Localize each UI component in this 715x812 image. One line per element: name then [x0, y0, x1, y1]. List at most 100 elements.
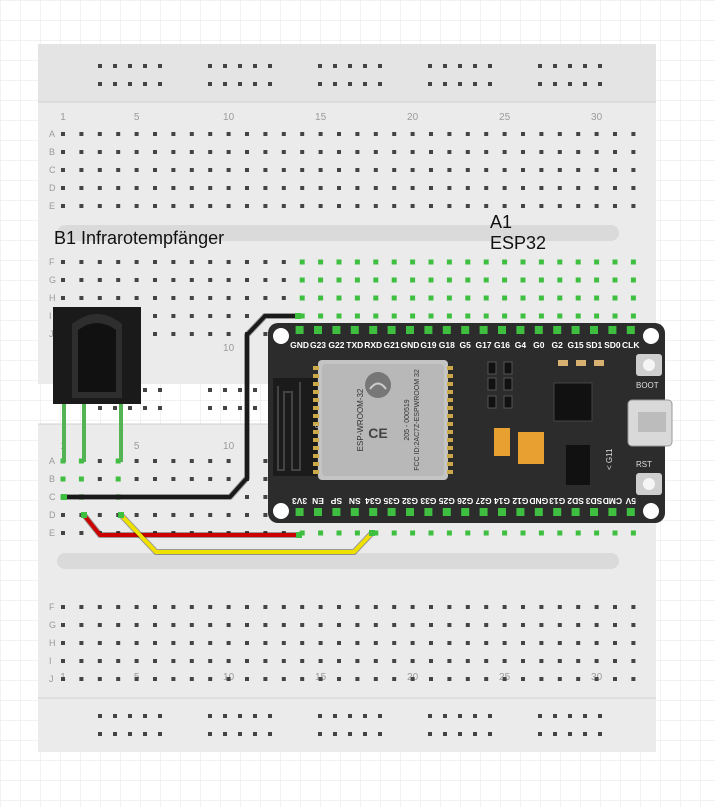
breadboard-hole	[631, 150, 636, 154]
breadboard-hole-active	[446, 530, 452, 536]
esp32-pin-label: G27	[475, 496, 491, 506]
breadboard-hole	[263, 204, 268, 208]
breadboard-hole	[263, 278, 268, 282]
rail-hole	[598, 714, 602, 718]
pad	[447, 374, 453, 378]
esp32-pin-top	[553, 326, 562, 334]
breadboard-hole	[171, 186, 176, 190]
column-number: 30	[591, 112, 603, 123]
breadboard-hole	[484, 186, 489, 190]
rail-hole	[223, 732, 227, 736]
esp32-pin-label: CMD	[603, 496, 622, 506]
breadboard-hole	[97, 605, 102, 609]
breadboard-hole	[318, 204, 323, 208]
breadboard-hole-active	[336, 277, 342, 283]
row-letter: I	[49, 311, 52, 321]
pad	[447, 430, 453, 434]
breadboard-hole	[245, 641, 249, 645]
rail-hole	[583, 82, 587, 86]
breadboard-hole	[521, 132, 525, 136]
breadboard-hole	[355, 204, 360, 208]
breadboard-hole	[594, 150, 599, 154]
column-number: 10	[223, 112, 235, 123]
row-letter: F	[49, 257, 55, 267]
ir-receiver-leg	[82, 404, 86, 462]
breadboard-hole	[61, 623, 65, 627]
breadboard-hole	[61, 296, 65, 300]
row-letter: A	[49, 456, 55, 466]
rail-hole	[253, 406, 257, 410]
breadboard-hole	[539, 186, 544, 190]
rail-hole	[113, 406, 117, 410]
smd-part	[503, 395, 513, 409]
breadboard-hole	[337, 168, 341, 172]
breadboard-hole	[189, 260, 194, 264]
esp32-pin-top	[350, 326, 359, 334]
breadboard-hole	[429, 605, 433, 609]
pad	[447, 406, 453, 410]
wire-end	[369, 530, 375, 536]
module-ref-label: A1	[490, 212, 512, 232]
breadboard-hole	[79, 641, 84, 645]
breadboard-hole-active	[115, 476, 121, 482]
breadboard-hole-active	[594, 277, 600, 283]
rail-hole	[128, 732, 132, 736]
breadboard-hole-active	[410, 277, 416, 283]
breadboard-hole	[355, 623, 360, 627]
breadboard-hole-active	[557, 259, 563, 265]
breadboard-hole	[134, 659, 139, 663]
esp32-pin-bottom	[516, 508, 525, 516]
breadboard-hole	[576, 605, 581, 609]
breadboard-hole	[631, 623, 636, 627]
esp32-pin-bottom	[534, 508, 543, 516]
breadboard-hole	[226, 296, 231, 300]
breadboard-hole-active	[354, 259, 360, 265]
breadboard-hole-active	[465, 259, 471, 265]
breadboard-hole	[557, 605, 562, 609]
breadboard-hole	[337, 623, 341, 627]
breadboard-hole	[208, 314, 213, 318]
rail-hole	[208, 82, 212, 86]
breadboard-hole	[153, 168, 157, 172]
breadboard-hole	[521, 168, 525, 172]
rail-hole	[443, 732, 447, 736]
pad	[447, 366, 453, 370]
rail-hole	[238, 82, 242, 86]
rail-hole	[268, 82, 272, 86]
esp32-pin-bottom	[479, 508, 488, 516]
breadboard-hole	[281, 605, 286, 609]
regulator	[566, 445, 590, 485]
breadboard-hole	[79, 186, 84, 190]
rail-hole	[363, 714, 367, 718]
row-letter: H	[49, 293, 56, 303]
breadboard-hole	[355, 605, 360, 609]
breadboard-hole-active	[299, 313, 305, 319]
breadboard-hole	[410, 204, 415, 208]
breadboard-hole	[594, 132, 599, 136]
breadboard-hole	[208, 513, 213, 517]
breadboard-hole-active	[575, 277, 581, 283]
smd-part	[576, 360, 586, 366]
rail-hole	[363, 732, 367, 736]
breadboard-hole	[171, 332, 176, 336]
esp32-pin-label: SP	[330, 496, 342, 506]
breadboard-hole	[539, 623, 544, 627]
breadboard-hole	[281, 677, 286, 681]
breadboard-hole-active	[502, 259, 508, 265]
breadboard-hole	[392, 677, 397, 681]
rail-hole	[333, 64, 337, 68]
breadboard-hole	[79, 132, 84, 136]
breadboard-hole-active	[78, 458, 84, 464]
breadboard-hole	[557, 150, 562, 154]
breadboard-hole-active	[502, 295, 508, 301]
pad	[313, 406, 319, 410]
breadboard-hole	[79, 168, 84, 172]
breadboard-hole-active	[428, 313, 434, 319]
rail-hole	[568, 732, 572, 736]
esp32-pin-label: G25	[439, 496, 455, 506]
breadboard-hole	[134, 477, 139, 481]
esp32-pin-top	[479, 326, 488, 334]
breadboard-hole	[484, 605, 489, 609]
breadboard-hole	[465, 677, 470, 681]
